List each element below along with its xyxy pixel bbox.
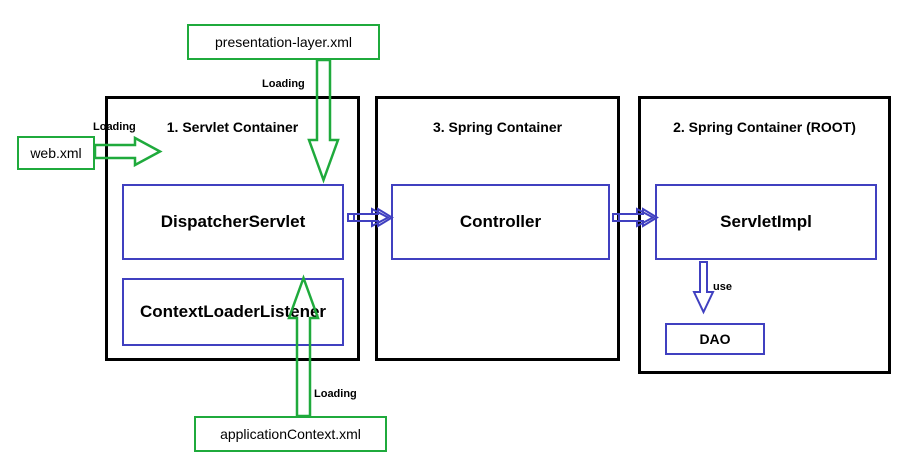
container-servlet-container: 1. Servlet Container — [105, 96, 360, 361]
config-label-application-context-xml: applicationContext.xml — [220, 426, 361, 442]
config-label-presentation-layer-xml: presentation-layer.xml — [215, 34, 352, 50]
edge-label-loading-left: Loading — [93, 121, 136, 133]
component-controller: Controller — [391, 184, 610, 260]
component-dao: DAO — [665, 323, 765, 355]
config-application-context-xml: applicationContext.xml — [194, 416, 387, 452]
component-label-servlet-impl: ServletImpl — [720, 212, 812, 231]
container-title-spring-root-container: 2. Spring Container (ROOT) — [673, 119, 856, 135]
component-label-controller: Controller — [459, 212, 542, 231]
config-web-xml: web.xml — [17, 136, 95, 170]
component-dispatcher-servlet: DispatcherServlet — [122, 184, 344, 260]
component-label-context-loader-listener: ContextLoaderListener — [139, 302, 327, 321]
edge-label-loading-bottom: Loading — [314, 388, 357, 400]
component-context-loader-listener: ContextLoaderListener — [122, 278, 344, 346]
container-spring-root-container: 2. Spring Container (ROOT) — [638, 96, 891, 374]
container-spring-container: 3. Spring Container — [375, 96, 620, 361]
component-label-dao: DAO — [699, 331, 731, 347]
edge-label-loading-top: Loading — [262, 78, 305, 90]
edge-label-use: use — [713, 281, 732, 293]
component-servlet-impl: ServletImpl — [655, 184, 877, 260]
component-label-dispatcher-servlet: DispatcherServlet — [160, 212, 306, 231]
config-presentation-layer-xml: presentation-layer.xml — [187, 24, 380, 60]
config-label-web-xml: web.xml — [30, 145, 82, 161]
container-title-servlet-container: 1. Servlet Container — [166, 119, 299, 135]
container-title-spring-container: 3. Spring Container — [432, 119, 563, 135]
